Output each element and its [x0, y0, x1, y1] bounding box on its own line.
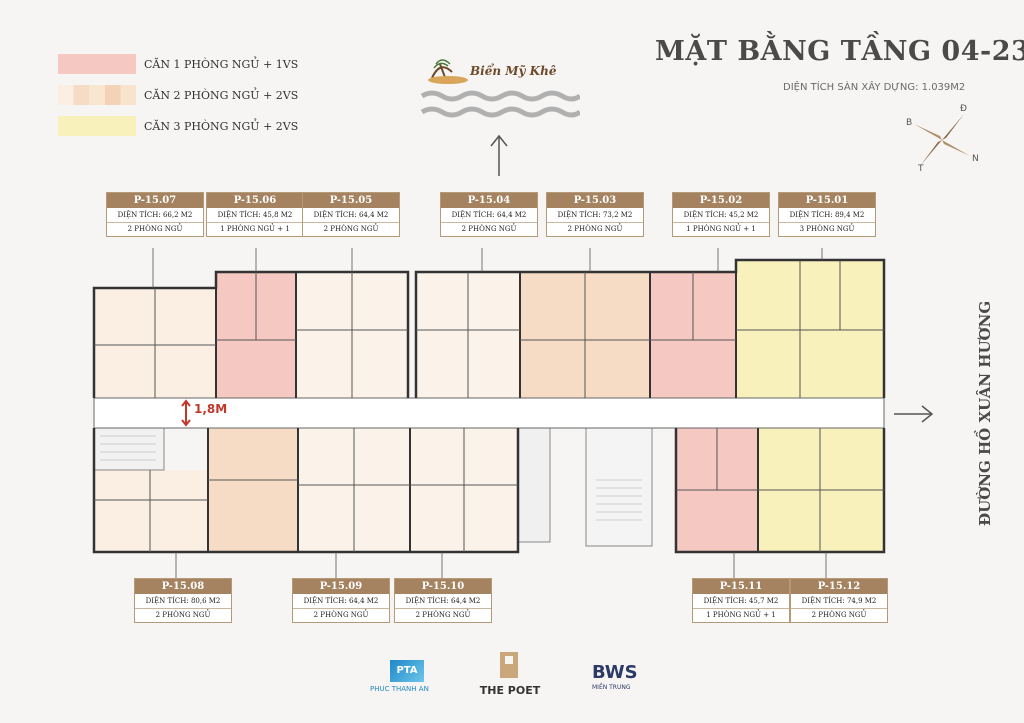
unit-area: DIỆN TÍCH: 66,2 M2	[107, 208, 203, 223]
unit-card-p1509: P-15.09 DIỆN TÍCH: 64,4 M2 2 PHÒNG NGỦ	[292, 578, 390, 623]
unit-beds: 2 PHÒNG NGỦ	[323, 225, 379, 233]
corridor-width-label: 1,8M	[194, 402, 228, 416]
unit-card-p1504: P-15.04 DIỆN TÍCH: 64,4 M2 2 PHÒNG NGỦ	[440, 192, 538, 237]
unit-area: DIỆN TÍCH: 64,4 M2	[293, 594, 389, 609]
unit-p1508-area	[94, 470, 208, 552]
unit-code: P-15.12	[791, 579, 887, 594]
pta-logo-icon: PTA	[390, 660, 424, 682]
legend-swatch-1br	[58, 54, 136, 74]
unit-beds: 3 PHÒNG NGỦ	[799, 225, 855, 233]
unit-beds: 2 PHÒNG NGỦ	[461, 225, 517, 233]
unit-area: DIỆN TÍCH: 89,4 M2	[779, 208, 875, 223]
unit-beds: 1 PHÒNG NGỦ + 1	[220, 225, 290, 233]
street: ĐƯỜNG HỒ XUÂN HƯƠNG	[950, 301, 994, 528]
legend-item-3br: CĂN 3 PHÒNG NGỦ + 2VS	[58, 116, 298, 136]
unit-card-p1512: P-15.12 DIỆN TÍCH: 74,9 M2 2 PHÒNG NGỦ	[790, 578, 888, 623]
legend-swatch-3br	[58, 116, 136, 136]
unit-card-p1502: P-15.02 DIỆN TÍCH: 45,2 M2 1 PHÒNG NGỦ +…	[672, 192, 770, 237]
unit-code: P-15.11	[693, 579, 789, 594]
unit-code: P-15.02	[673, 193, 769, 208]
unit-area: DIỆN TÍCH: 45,2 M2	[673, 208, 769, 223]
unit-area: DIỆN TÍCH: 45,7 M2	[693, 594, 789, 609]
unit-beds: 2 PHÒNG NGỦ	[313, 611, 369, 619]
unit-code: P-15.09	[293, 579, 389, 594]
legend-swatch-2br	[58, 85, 136, 105]
unit-card-p1506: P-15.06 DIỆN TÍCH: 45,8 M2 1 PHÒNG NGỦ +…	[206, 192, 304, 237]
unit-area: DIỆN TÍCH: 80,6 M2	[135, 594, 231, 609]
unit-card-p1501: P-15.01 DIỆN TÍCH: 89,4 M2 3 PHÒNG NGỦ	[778, 192, 876, 237]
beach-wave-icon	[420, 59, 582, 118]
unit-code: P-15.05	[303, 193, 399, 208]
logo-bws: BWS MIỀN TRUNG	[592, 662, 638, 691]
unit-p1508b-area	[208, 428, 298, 552]
unit-code: P-15.10	[395, 579, 491, 594]
legend-label: CĂN 3 PHÒNG NGỦ + 2VS	[144, 119, 299, 133]
unit-area: DIỆN TÍCH: 64,4 M2	[441, 208, 537, 223]
legend-item-1br: CĂN 1 PHÒNG NGỦ + 1VS	[58, 54, 298, 74]
unit-beds: 1 PHÒNG NGỦ + 1	[706, 611, 776, 619]
unit-area: DIỆN TÍCH: 73,2 M2	[547, 208, 643, 223]
unit-beds: 2 PHÒNG NGỦ	[155, 611, 211, 619]
poet-logo-icon	[500, 652, 518, 678]
pta-name: PHUC THANH AN	[370, 685, 429, 693]
unit-beds: 2 PHÒNG NGỦ	[415, 611, 471, 619]
unit-card-p1511: P-15.11 DIỆN TÍCH: 45,7 M2 1 PHÒNG NGỦ +…	[692, 578, 790, 623]
bws-sub: MIỀN TRUNG	[592, 684, 631, 691]
compass-rose-icon	[914, 114, 970, 166]
logo-the-poet: THE POET	[470, 650, 550, 697]
unit-card-p1508: P-15.08 DIỆN TÍCH: 80,6 M2 2 PHÒNG NGỦ	[134, 578, 232, 623]
compass-b: B	[906, 118, 913, 128]
beach-logo: Biển Mỹ Khê	[418, 50, 582, 130]
compass-d: Đ	[960, 104, 967, 114]
unit-card-p1507: P-15.07 DIỆN TÍCH: 66,2 M2 2 PHÒNG NGỦ	[106, 192, 204, 237]
unit-area: DIỆN TÍCH: 64,4 M2	[395, 594, 491, 609]
compass: B Đ N T	[902, 104, 982, 176]
page-subtitle: DIỆN TÍCH SÀN XÂY DỰNG: 1.039M2	[783, 82, 966, 93]
legend: CĂN 1 PHÒNG NGỦ + 1VS CĂN 2 PHÒNG NGỦ + …	[58, 54, 298, 147]
unit-card-p1510: P-15.10 DIỆN TÍCH: 64,4 M2 2 PHÒNG NGỦ	[394, 578, 492, 623]
unit-code: P-15.08	[135, 579, 231, 594]
street-label: ĐƯỜNG HỒ XUÂN HƯƠNG	[976, 300, 994, 526]
unit-code: P-15.01	[779, 193, 875, 208]
compass-t: T	[918, 164, 924, 174]
page-title: MẶT BẰNG TẦNG 04-23	[655, 36, 1024, 67]
unit-card-p1505: P-15.05 DIỆN TÍCH: 64,4 M2 2 PHÒNG NGỦ	[302, 192, 400, 237]
unit-p1501-area	[736, 260, 884, 398]
logo-pta: PTA PHUC THANH AN	[370, 660, 429, 693]
unit-area: DIỆN TÍCH: 64,4 M2	[303, 208, 399, 223]
legend-item-2br: CĂN 2 PHÒNG NGỦ + 2VS	[58, 85, 298, 105]
unit-card-p1503: P-15.03 DIỆN TÍCH: 73,2 M2 2 PHÒNG NGỦ	[546, 192, 644, 237]
unit-area: DIỆN TÍCH: 74,9 M2	[791, 594, 887, 609]
unit-beds: 1 PHÒNG NGỦ + 1	[686, 225, 756, 233]
unit-beds: 2 PHÒNG NGỦ	[567, 225, 623, 233]
unit-area: DIỆN TÍCH: 45,8 M2	[207, 208, 303, 223]
bws-name: BWS	[592, 662, 638, 683]
legend-label: CĂN 1 PHÒNG NGỦ + 1VS	[144, 57, 299, 71]
unit-beds: 2 PHÒNG NGỦ	[811, 611, 867, 619]
unit-code: P-15.04	[441, 193, 537, 208]
unit-beds: 2 PHÒNG NGỦ	[127, 225, 183, 233]
poet-name: THE POET	[479, 684, 541, 697]
unit-code: P-15.03	[547, 193, 643, 208]
unit-code: P-15.07	[107, 193, 203, 208]
unit-code: P-15.06	[207, 193, 303, 208]
compass-n: N	[972, 154, 979, 164]
brand-name: Biển Mỹ Khê	[470, 64, 557, 78]
legend-label: CĂN 2 PHÒNG NGỦ + 2VS	[144, 88, 299, 102]
